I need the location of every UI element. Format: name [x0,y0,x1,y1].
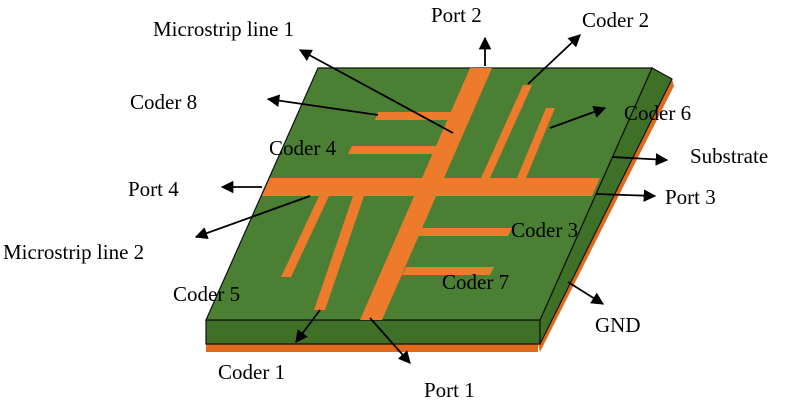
label-substrate: Substrate [690,144,768,168]
arrow-microstrip-line-1 [298,49,454,134]
coder-2-strip [481,85,532,178]
coder-8-strip [375,112,455,120]
label-coder-6: Coder 6 [624,101,691,125]
coder-6-strip [517,108,555,178]
labels: Microstrip line 1 Port 2 Coder 2 Coder 8… [3,3,768,402]
coder-4-strip [348,146,440,154]
label-coder-4: Coder 4 [269,136,337,160]
copper-traces [262,68,600,320]
label-coder-5: Coder 5 [173,282,240,306]
arrow-port-3 [595,189,657,202]
coder-7-strip [402,267,494,275]
arrow-microstrip-line-2 [194,195,311,240]
arrow-gnd [567,281,605,305]
annotation-arrows [194,34,669,364]
label-gnd: GND [595,313,641,337]
arrow-port-1 [369,317,411,364]
label-microstrip-line-1: Microstrip line 1 [153,17,294,41]
ground-plane [206,343,538,352]
label-coder-3: Coder 3 [511,218,578,242]
label-port-1: Port 1 [424,378,475,402]
coder-3-strip [411,228,512,236]
arrow-coder-8 [266,94,379,116]
label-coder-1: Coder 1 [218,360,285,384]
microstrip-line-2 [262,178,600,196]
arrow-coder-6 [549,105,607,129]
label-port-3: Port 3 [665,185,716,209]
arrow-coder-1 [295,309,321,344]
arrow-coder-2 [527,34,581,85]
substrate-front-face [205,319,541,345]
coder-5-strip [281,196,329,277]
label-port-2: Port 2 [431,3,482,27]
label-microstrip-line-2: Microstrip line 2 [3,240,144,264]
label-coder-8: Coder 8 [130,90,197,114]
label-coder-7: Coder 7 [442,270,509,294]
coder-1-strip [314,196,364,310]
label-coder-2: Coder 2 [582,8,649,32]
arrow-substrate [611,153,669,166]
label-port-4: Port 4 [128,177,179,201]
